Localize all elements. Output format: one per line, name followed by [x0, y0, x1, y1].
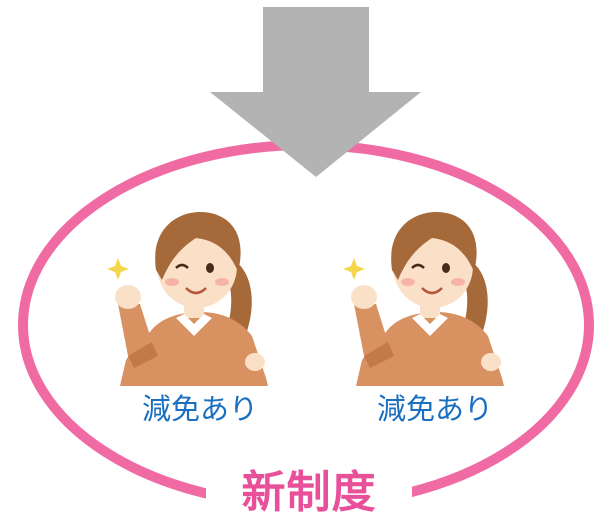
left-cheek	[401, 278, 415, 286]
open-eye	[442, 263, 450, 273]
right-cheek	[451, 278, 465, 286]
shirt-collar	[412, 314, 448, 336]
open-eye	[206, 263, 214, 273]
person-label-left: 減免あり	[141, 392, 258, 426]
suit-body	[120, 312, 268, 386]
right-cheek	[215, 278, 229, 286]
grouping-ellipse	[18, 140, 594, 510]
businesswoman-fist-pump-icon	[343, 212, 504, 386]
person-label-right: 減免あり	[376, 392, 493, 426]
hair	[391, 212, 477, 280]
winking-eye	[175, 263, 189, 269]
raised-arm	[354, 304, 388, 356]
left-cheek	[165, 278, 179, 286]
arm-shadow	[364, 342, 394, 368]
raised-arm	[118, 304, 152, 356]
hair	[155, 212, 241, 280]
winking-eye	[411, 263, 425, 269]
hip-hand	[481, 353, 501, 371]
down-arrow-icon	[210, 7, 421, 177]
businesswoman-fist-pump-icon	[107, 212, 268, 386]
smile	[185, 287, 207, 295]
system-title: 新制度	[206, 462, 412, 524]
smile	[421, 287, 443, 295]
hip-hand	[245, 353, 265, 371]
fist	[351, 285, 377, 309]
sparkle-icon	[107, 258, 129, 280]
suit-body	[356, 312, 504, 386]
fist	[115, 285, 141, 309]
shirt-collar	[176, 314, 212, 336]
arm-shadow	[128, 342, 158, 368]
sparkle-icon	[343, 258, 365, 280]
